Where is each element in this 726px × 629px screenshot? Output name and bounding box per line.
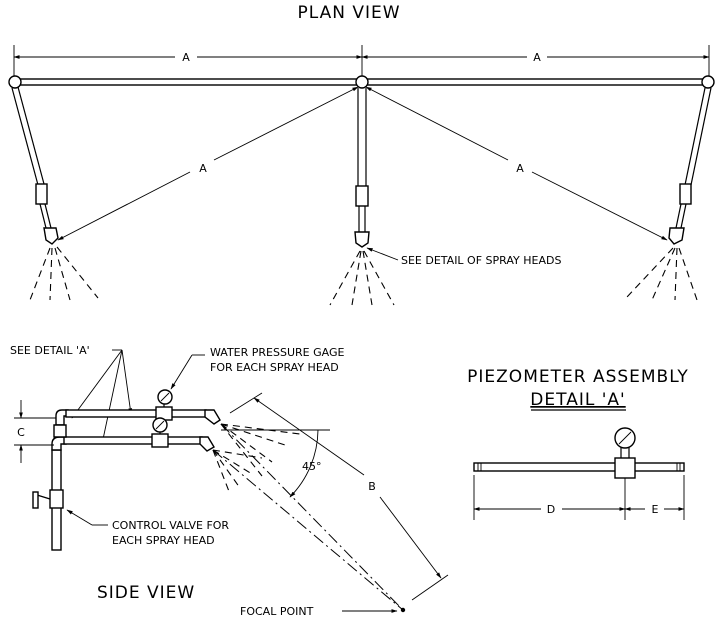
focal-point-dot xyxy=(400,607,406,613)
gage-note-line2: FOR EACH SPRAY HEAD xyxy=(210,361,339,374)
piezometer-tee xyxy=(614,457,636,479)
plan-view-title: PLAN VIEW xyxy=(297,3,400,23)
see-detail-note: SEE DETAIL 'A' xyxy=(10,344,90,357)
center-spray-arm xyxy=(329,88,395,306)
side-view-title: SIDE VIEW xyxy=(97,583,195,603)
header-joint-center xyxy=(355,75,369,89)
spray-fan xyxy=(212,423,301,495)
piezometer-subtitle: DETAIL 'A' xyxy=(530,390,625,410)
dim-a-diag-right: A xyxy=(516,162,524,175)
upper-run-pipe xyxy=(65,409,207,418)
piezometer-pipe xyxy=(473,462,685,472)
angle-label: 45° xyxy=(302,460,322,473)
piezometer-title: PIEZOMETER ASSEMBLY xyxy=(467,367,689,387)
dim-a-left: A xyxy=(182,51,190,64)
control-valve xyxy=(32,491,51,509)
right-spray-arm xyxy=(625,87,712,301)
header-joint-left xyxy=(8,75,22,89)
dim-a-diag-left: A xyxy=(199,162,207,175)
dim-c: C xyxy=(14,400,56,463)
left-spray-arm xyxy=(11,86,99,301)
dim-a-right: A xyxy=(533,51,541,64)
gage-note-line1: WATER PRESSURE GAGE xyxy=(210,346,344,359)
valve-note-line2: EACH SPRAY HEAD xyxy=(112,534,215,547)
dim-d: D xyxy=(547,503,555,516)
lower-run-pipe xyxy=(63,436,203,445)
spray-head-note: SEE DETAIL OF SPRAY HEADS xyxy=(401,254,561,267)
dim-b: B xyxy=(229,392,449,601)
piezometer-assembly: PIEZOMETER ASSEMBLY DETAIL 'A' D E xyxy=(467,367,689,520)
radial-dimensions: A A xyxy=(57,86,668,241)
plan-view: PLAN VIEW A A xyxy=(8,3,715,306)
dim-e: E xyxy=(652,503,659,516)
header-joint-right xyxy=(701,75,715,89)
svg-text:C: C xyxy=(17,426,25,439)
center-line-lower xyxy=(212,449,404,611)
svg-text:B: B xyxy=(368,480,376,493)
valve-note-line1: CONTROL VALVE FOR xyxy=(112,519,229,532)
focal-point-label: FOCAL POINT xyxy=(240,605,314,618)
side-view: SEE DETAIL 'A' WATER PRESSURE GAGE FOR E… xyxy=(10,344,449,618)
center-line-upper xyxy=(220,423,404,611)
plan-dimension-top: A A xyxy=(13,45,710,80)
